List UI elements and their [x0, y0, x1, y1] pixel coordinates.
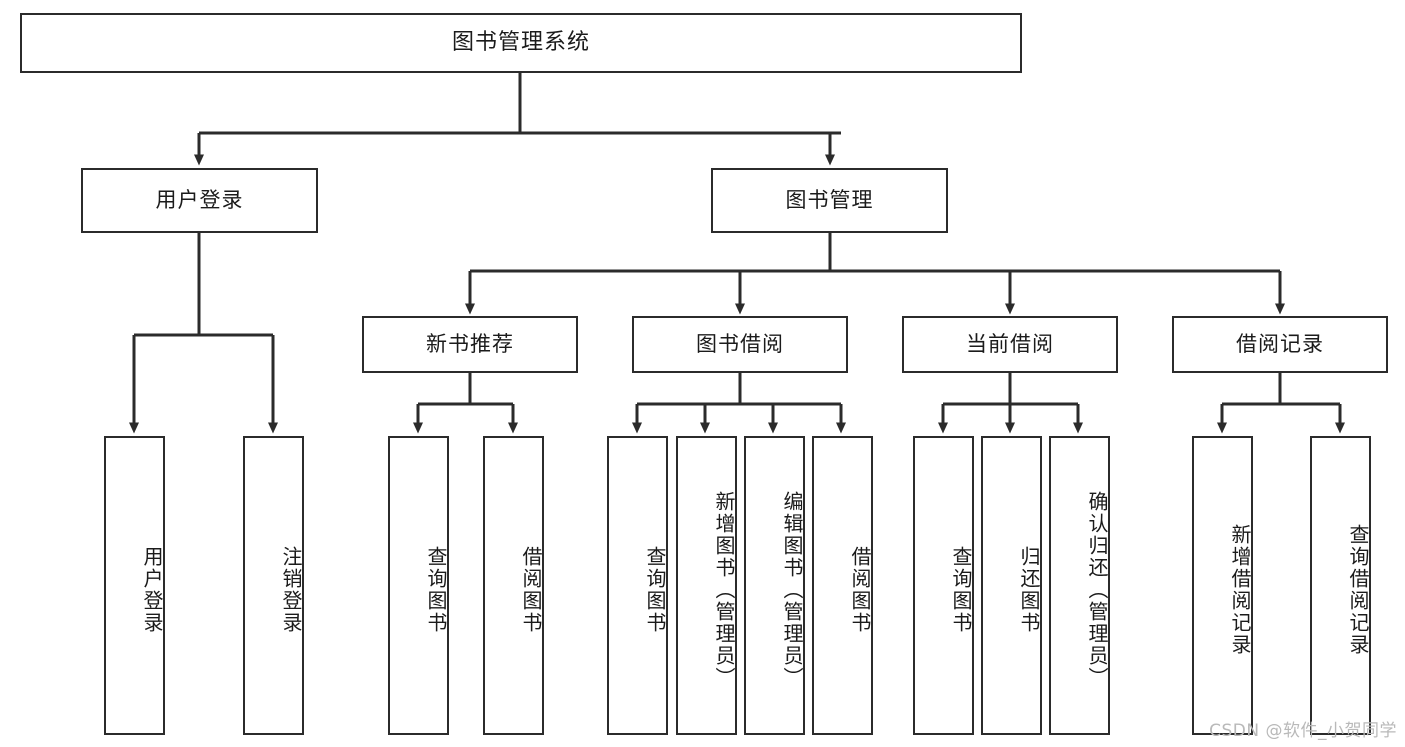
node-leaf-query-book-1[interactable]: 查询图书 — [388, 436, 449, 735]
node-leaf-borrow-book-1-label: 借阅图书 — [519, 545, 543, 634]
node-leaf-user-login-label: 用户登录 — [140, 545, 164, 634]
node-borrow-record-label: 借阅记录 — [1236, 331, 1324, 356]
node-leaf-confirm-return[interactable]: 确认归还（管理员） — [1049, 436, 1110, 735]
node-book-manage[interactable]: 图书管理 — [711, 168, 948, 233]
node-leaf-user-login[interactable]: 用户登录 — [104, 436, 165, 735]
node-leaf-return-book[interactable]: 归还图书 — [981, 436, 1042, 735]
node-new-book-recommend-label: 新书推荐 — [426, 331, 514, 356]
node-leaf-query-record[interactable]: 查询借阅记录 — [1310, 436, 1371, 735]
node-leaf-add-book[interactable]: 新增图书（管理员） — [676, 436, 737, 735]
node-leaf-query-book-2[interactable]: 查询图书 — [607, 436, 668, 735]
node-book-borrow[interactable]: 图书借阅 — [632, 316, 848, 373]
node-leaf-edit-book[interactable]: 编辑图书（管理员） — [744, 436, 805, 735]
node-current-borrow-label: 当前借阅 — [966, 331, 1054, 356]
node-root[interactable]: 图书管理系统 — [20, 13, 1022, 73]
node-leaf-borrow-book-2-label: 借阅图书 — [848, 545, 872, 634]
node-leaf-return-book-label: 归还图书 — [1017, 545, 1041, 634]
node-leaf-edit-book-label: 编辑图书（管理员） — [780, 490, 804, 689]
node-leaf-query-book-3-label: 查询图书 — [949, 545, 973, 634]
node-leaf-logout-label: 注销登录 — [279, 545, 303, 634]
node-leaf-query-book-2-label: 查询图书 — [643, 545, 667, 634]
node-user-login[interactable]: 用户登录 — [81, 168, 318, 233]
node-root-label: 图书管理系统 — [451, 29, 590, 55]
node-new-book-recommend[interactable]: 新书推荐 — [362, 316, 578, 373]
node-book-manage-label: 图书管理 — [785, 187, 874, 212]
node-leaf-borrow-book-2[interactable]: 借阅图书 — [812, 436, 873, 735]
csdn-watermark: CSDN @软件_小贺同学 — [1209, 721, 1397, 741]
node-leaf-add-book-label: 新增图书（管理员） — [712, 490, 736, 689]
node-leaf-add-record-label: 新增借阅记录 — [1228, 523, 1252, 656]
node-user-login-label: 用户登录 — [155, 187, 244, 212]
node-leaf-query-record-label: 查询借阅记录 — [1346, 523, 1370, 656]
node-leaf-query-book-3[interactable]: 查询图书 — [913, 436, 974, 735]
node-book-borrow-label: 图书借阅 — [696, 331, 784, 356]
node-leaf-logout[interactable]: 注销登录 — [243, 436, 304, 735]
node-leaf-add-record[interactable]: 新增借阅记录 — [1192, 436, 1253, 735]
node-leaf-confirm-return-label: 确认归还（管理员） — [1085, 490, 1109, 689]
node-borrow-record[interactable]: 借阅记录 — [1172, 316, 1388, 373]
node-leaf-borrow-book-1[interactable]: 借阅图书 — [483, 436, 544, 735]
node-leaf-query-book-1-label: 查询图书 — [424, 545, 448, 634]
node-current-borrow[interactable]: 当前借阅 — [902, 316, 1118, 373]
